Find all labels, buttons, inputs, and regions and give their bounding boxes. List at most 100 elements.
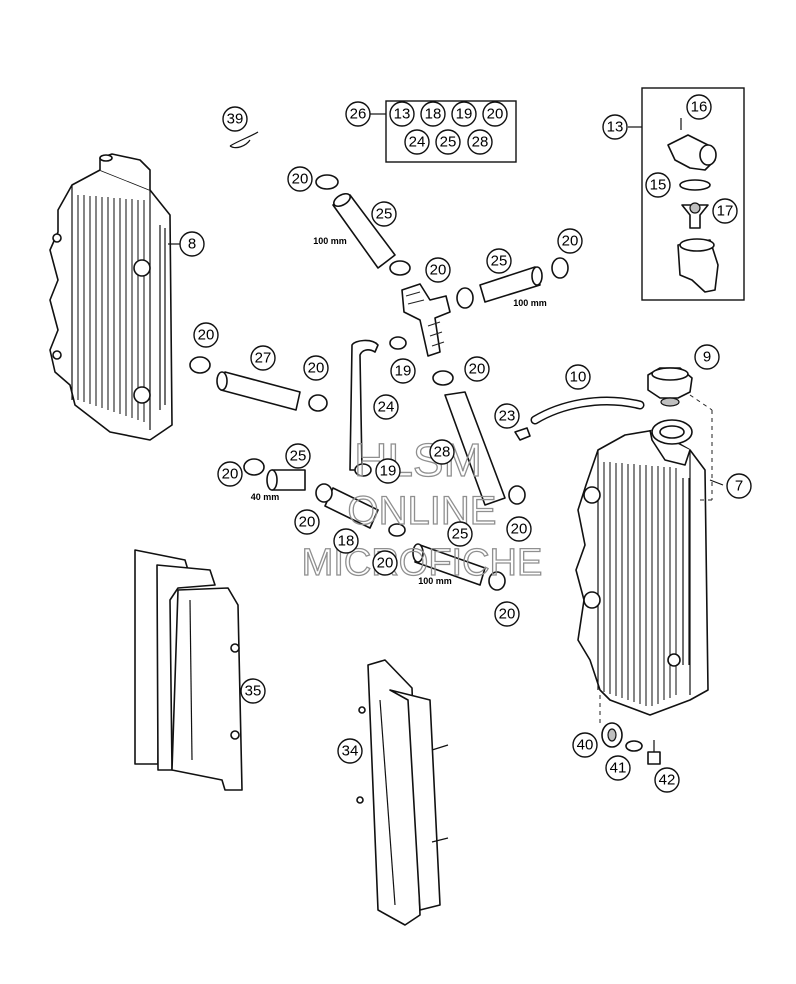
watermark: HLSM ONLINE MICROFICHE [301, 433, 543, 584]
callout-20e: 20 [303, 355, 329, 381]
callout-20g: 20 [217, 461, 243, 487]
svg-text:20: 20 [469, 361, 486, 378]
callout-20f: 20 [464, 356, 490, 382]
callout-15: 15 [645, 172, 671, 198]
callout-20i: 20 [506, 516, 532, 542]
thermostat-assembly [628, 87, 745, 301]
callout-25b: 25 [486, 248, 512, 274]
callout-26: 26 [345, 101, 371, 127]
svg-text:23: 23 [499, 408, 516, 425]
dim-hose-25-left: 40 mm [251, 492, 280, 502]
left-radiator [49, 153, 173, 441]
svg-text:28: 28 [434, 444, 451, 461]
svg-text:19: 19 [395, 363, 412, 380]
callout-41: 41 [605, 755, 631, 781]
callout-27: 27 [250, 345, 276, 371]
hose-27 [216, 371, 301, 411]
svg-text:42: 42 [659, 772, 676, 789]
right-radiator-fins [603, 462, 677, 706]
svg-text:41: 41 [610, 760, 627, 777]
callout-18: 18 [333, 528, 359, 554]
hose-28 [444, 391, 506, 506]
svg-text:9: 9 [703, 349, 711, 366]
svg-text:18: 18 [338, 533, 355, 550]
svg-text:13: 13 [394, 106, 411, 123]
callout-17: 17 [712, 198, 738, 224]
t-connector [401, 283, 451, 357]
callout-25d: 25 [447, 521, 473, 547]
callout-39: 39 [222, 106, 248, 132]
callout-35: 35 [240, 678, 266, 704]
hose-clamps [189, 174, 569, 591]
svg-text:18: 18 [425, 106, 442, 123]
svg-text:20: 20 [299, 514, 316, 531]
radiator-guard-34 [356, 659, 449, 926]
svg-text:24: 24 [409, 134, 426, 151]
svg-text:20: 20 [487, 106, 504, 123]
callout-20c: 20 [557, 228, 583, 254]
callout-kit-28: 28 [467, 129, 493, 155]
svg-text:ONLINE: ONLINE [348, 489, 497, 533]
callout-kit-19: 19 [451, 101, 477, 127]
callout-kit-20: 20 [482, 101, 508, 127]
left-radiator-fins [77, 195, 145, 422]
svg-text:25: 25 [376, 206, 393, 223]
callout-20b: 20 [425, 257, 451, 283]
hose-25-lower [412, 543, 486, 586]
svg-text:19: 19 [380, 463, 397, 480]
callout-kit-18: 18 [420, 101, 446, 127]
grommet-40 [601, 722, 623, 748]
callout-13: 13 [602, 114, 628, 140]
svg-text:26: 26 [350, 106, 367, 123]
right-radiator [575, 419, 709, 716]
callout-25a: 25 [371, 201, 397, 227]
clip-39 [229, 131, 259, 149]
callout-28: 28 [429, 439, 455, 465]
dim-hose-25-upper: 100 mm [313, 236, 347, 246]
dim-hose-25-lower: 100 mm [418, 576, 452, 586]
callout-20h: 20 [294, 509, 320, 535]
svg-text:25: 25 [452, 526, 469, 543]
svg-text:7: 7 [735, 478, 743, 495]
callout-24: 24 [373, 394, 399, 420]
callout-10: 10 [565, 364, 591, 390]
svg-text:20: 20 [222, 466, 239, 483]
svg-text:16: 16 [691, 99, 708, 116]
svg-text:8: 8 [188, 236, 196, 253]
callout-19b: 19 [375, 458, 401, 484]
radiator-shroud-35 [134, 549, 243, 791]
svg-text:17: 17 [717, 203, 734, 220]
svg-text:24: 24 [378, 399, 395, 416]
hose-25-left [266, 469, 306, 491]
svg-text:13: 13 [607, 119, 624, 136]
callout-7: 7 [726, 473, 752, 499]
radiator-cap [647, 367, 713, 501]
svg-text:20: 20 [499, 606, 516, 623]
svg-text:19: 19 [456, 106, 473, 123]
callout-8: 8 [179, 231, 205, 257]
svg-text:27: 27 [255, 350, 272, 367]
hose-24 [349, 339, 379, 471]
svg-text:25: 25 [491, 253, 508, 270]
callout-16: 16 [686, 94, 712, 120]
svg-text:15: 15 [650, 177, 667, 194]
kit-box [385, 100, 517, 163]
svg-text:20: 20 [377, 555, 394, 572]
svg-text:20: 20 [198, 327, 215, 344]
callout-23: 23 [494, 403, 520, 429]
svg-text:20: 20 [511, 521, 528, 538]
callout-kit-24: 24 [404, 129, 430, 155]
svg-text:40: 40 [577, 737, 594, 754]
svg-text:25: 25 [440, 134, 457, 151]
svg-text:20: 20 [292, 171, 309, 188]
callout-kit-13: 13 [389, 101, 415, 127]
svg-text:39: 39 [227, 111, 244, 128]
washer-41 [625, 740, 643, 752]
svg-text:20: 20 [308, 360, 325, 377]
svg-text:25: 25 [290, 448, 307, 465]
callout-kit-25: 25 [435, 129, 461, 155]
callout-40: 40 [572, 732, 598, 758]
callout-25c: 25 [285, 443, 311, 469]
callout-42: 42 [654, 767, 680, 793]
